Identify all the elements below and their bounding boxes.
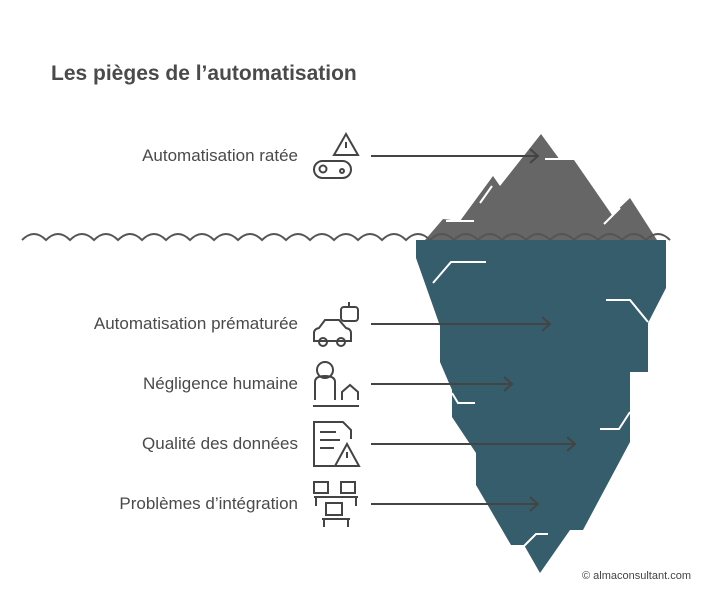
label-negligence-humaine: Négligence humaine (143, 374, 298, 393)
computers-network-icon (313, 481, 358, 527)
label-automatisation-prematuree: Automatisation prématurée (93, 314, 298, 333)
arrow-1 (371, 148, 540, 164)
label-qualite-donnees: Qualité des données (142, 434, 298, 453)
arrow-4 (371, 436, 577, 452)
arrow-2 (371, 316, 552, 332)
person-house-icon (313, 361, 359, 407)
warning-chain-icon (313, 131, 360, 179)
page-title: Les pièges de l’automatisation (51, 62, 357, 85)
robot-car-icon (313, 302, 359, 347)
iceberg-tip (425, 134, 657, 240)
arrow-5 (371, 496, 540, 512)
label-problemes-integration: Problèmes d’intégration (119, 494, 298, 513)
document-warning-icon (313, 421, 361, 467)
arrow-3 (371, 376, 514, 392)
iceberg-underwater (416, 240, 666, 573)
copyright: © almaconsultant.com (582, 570, 691, 582)
label-automatisation-ratee: Automatisation ratée (142, 146, 298, 165)
water-line (21, 233, 671, 242)
